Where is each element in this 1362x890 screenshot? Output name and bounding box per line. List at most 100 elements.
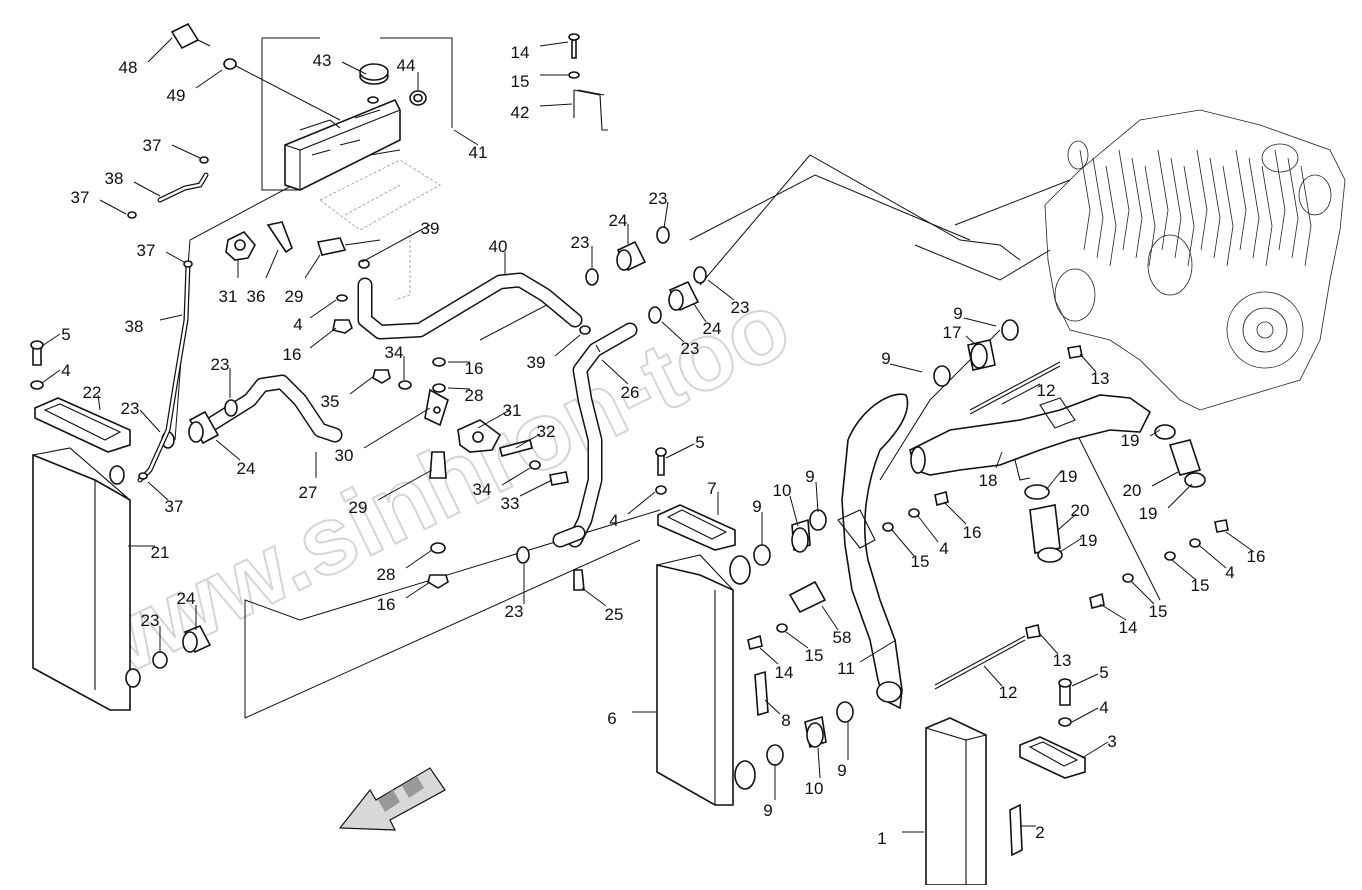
expansion-tank	[261, 37, 453, 301]
callout-label-9: 9	[953, 304, 962, 323]
callout-leader-19	[1045, 469, 1063, 491]
coolant-pipe-26	[552, 322, 638, 548]
top-cover-7	[657, 504, 736, 551]
callout-leader-9	[815, 481, 819, 513]
callout-label-21: 21	[151, 543, 170, 562]
callout-label-35: 35	[321, 392, 340, 411]
hardware-right	[882, 491, 1229, 609]
callout-leader-19	[1059, 537, 1083, 553]
callout-label-16: 16	[377, 595, 396, 614]
callout-label-5: 5	[695, 433, 704, 452]
callout-leader-16	[1225, 531, 1255, 553]
callout-label-31: 31	[219, 287, 238, 306]
engine-detail-line	[1274, 149, 1286, 251]
callout-leader-4	[1071, 707, 1099, 723]
callout-label-9: 9	[805, 467, 814, 486]
callout-label-27: 27	[299, 483, 318, 502]
stud-12-upper	[969, 345, 1083, 415]
adapter-29-upper	[316, 237, 381, 256]
overflow-hose-40	[357, 272, 591, 340]
drain-valve-25	[573, 569, 585, 591]
engine-detail-line	[1170, 157, 1182, 259]
nut-34-35	[372, 369, 412, 390]
callout-label-23: 23	[121, 399, 140, 418]
callout-label-19: 19	[1121, 431, 1140, 450]
callout-label-24: 24	[237, 459, 256, 478]
callout-leader-37	[171, 144, 201, 159]
callout-leader-3	[1081, 741, 1109, 759]
callout-leader-42	[539, 103, 573, 107]
callout-leader-23	[661, 321, 685, 343]
callout-label-5: 5	[61, 325, 70, 344]
callout-label-20: 20	[1123, 481, 1142, 500]
clamp-9-10-lower	[753, 509, 827, 566]
clip-31-lower	[457, 419, 502, 453]
callout-leader-15	[1171, 559, 1197, 581]
callout-label-33: 33	[501, 494, 520, 513]
callout-label-37: 37	[71, 188, 90, 207]
vent-line-38	[127, 156, 209, 483]
clamp-19-lower	[1024, 484, 1063, 563]
callout-label-19: 19	[1139, 504, 1158, 523]
engine-detail-line	[1222, 165, 1234, 267]
hose-clamp-23-center	[516, 226, 707, 564]
callout-label-28: 28	[377, 565, 396, 584]
callout-leader-29	[304, 254, 321, 279]
callout-label-34: 34	[473, 480, 492, 499]
callout-leader-35	[349, 375, 375, 395]
adapter-29-lower	[429, 451, 447, 479]
callout-label-7: 7	[707, 479, 716, 498]
callout-leader-38	[159, 314, 183, 321]
clamp-19-upper	[1154, 424, 1206, 488]
top-cover-3	[1019, 736, 1086, 779]
callout-leader-48	[147, 37, 173, 63]
callout-label-43: 43	[313, 51, 332, 70]
callout-label-9: 9	[763, 801, 772, 820]
callout-label-38: 38	[125, 317, 144, 336]
bracket-36	[266, 221, 293, 254]
callout-label-29: 29	[349, 498, 368, 517]
callout-label-19: 19	[1079, 531, 1098, 550]
callout-label-18: 18	[979, 471, 998, 490]
engine-detail-line	[1209, 157, 1221, 259]
callout-label-16: 16	[963, 523, 982, 542]
callout-leader-14	[759, 647, 779, 665]
callout-label-31: 31	[503, 401, 522, 420]
callout-leader-23	[707, 279, 735, 301]
callout-label-6: 6	[607, 709, 616, 728]
callout-leader-5	[665, 443, 695, 459]
bolt-5-4-right	[1058, 678, 1072, 727]
callout-leader-18	[995, 451, 1003, 469]
callout-label-32: 32	[537, 422, 556, 441]
callout-leader-49	[195, 69, 223, 89]
callout-label-9: 9	[881, 349, 890, 368]
callout-label-25: 25	[605, 605, 624, 624]
callout-leader-29	[377, 469, 433, 501]
callout-label-58: 58	[833, 628, 852, 647]
engine-detail-line	[1235, 149, 1247, 251]
radiator-21	[32, 447, 141, 711]
callout-leader-13	[1079, 353, 1097, 373]
callout-label-23: 23	[731, 298, 750, 317]
hose-coupling-24-center	[616, 240, 700, 312]
callout-leader-17	[965, 335, 977, 346]
engine-detail-line	[1144, 165, 1156, 267]
callout-label-22: 22	[83, 383, 102, 402]
callout-label-37: 37	[143, 136, 162, 155]
callout-leader-16	[943, 501, 967, 525]
callout-leader-39	[361, 224, 431, 263]
callout-leader-20	[1151, 471, 1179, 487]
callout-leader-39	[554, 334, 581, 357]
callout-leader-11	[859, 639, 897, 663]
callout-label-20: 20	[1071, 501, 1090, 520]
callout-leader-28	[405, 549, 433, 569]
callout-leader-24	[215, 439, 241, 461]
callout-label-39: 39	[527, 353, 546, 372]
engine-detail-line	[1092, 157, 1104, 259]
callout-label-26: 26	[621, 383, 640, 402]
callout-label-23: 23	[211, 355, 230, 374]
callout-label-23: 23	[649, 189, 668, 208]
